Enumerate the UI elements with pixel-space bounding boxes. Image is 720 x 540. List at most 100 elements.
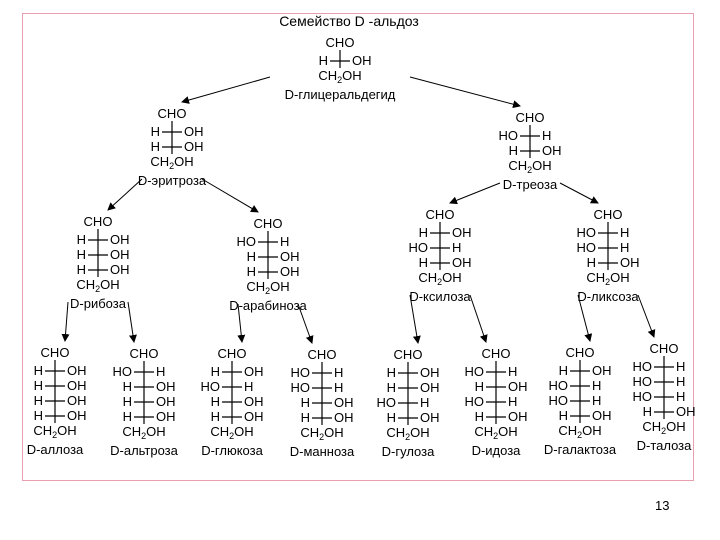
right-substituent: OH <box>542 143 562 158</box>
right-substituent: OH <box>67 378 87 393</box>
left-substituent: H <box>509 143 518 158</box>
aldehyde-group-label: CHO <box>41 345 70 360</box>
terminal-group-label: CH2OH <box>76 277 119 294</box>
right-substituent: OH <box>334 395 354 410</box>
left-substituent: HO <box>499 128 519 143</box>
left-substituent: H <box>387 410 396 425</box>
sugar-name-gulose: D-гулоза <box>382 444 435 459</box>
right-substituent: OH <box>67 408 87 423</box>
terminal-group-label: CH2OH <box>386 425 429 442</box>
left-substituent: HO <box>377 395 397 410</box>
right-substituent: H <box>676 359 685 374</box>
aldehyde-group-label: CHO <box>308 347 337 362</box>
derivation-arrow <box>61 301 70 342</box>
sugar-name-talose: D-талоза <box>637 438 693 453</box>
derivation-arrow <box>127 301 137 343</box>
left-substituent: H <box>77 232 86 247</box>
terminal-group-label: CH2OH <box>474 424 517 441</box>
left-substituent: HO <box>465 364 485 379</box>
aldehyde-group-label: CHO <box>254 216 283 231</box>
right-substituent: OH <box>420 410 440 425</box>
right-substituent: H <box>280 234 289 249</box>
terminal-group-label: CH2OH <box>558 423 601 440</box>
derivation-arrow <box>107 178 143 211</box>
derivation-arrow <box>637 294 656 338</box>
left-substituent: H <box>643 404 652 419</box>
right-substituent: OH <box>420 365 440 380</box>
left-substituent: H <box>247 264 256 279</box>
left-substituent: H <box>301 410 310 425</box>
right-substituent: H <box>244 379 253 394</box>
right-substituent: OH <box>508 379 528 394</box>
left-substituent: H <box>419 255 428 270</box>
right-substituent: OH <box>110 262 130 277</box>
terminal-group-label: CH2OH <box>300 425 343 442</box>
sugar-name-glyceraldehyde: D-глицеральдегид <box>285 87 396 102</box>
left-substituent: H <box>34 393 43 408</box>
derivation-arrow <box>449 182 501 205</box>
right-substituent: OH <box>592 408 612 423</box>
sugar-name-glucose: D-глюкоза <box>201 443 263 458</box>
right-substituent: OH <box>452 255 472 270</box>
sugar-name-xylose: D-ксилоза <box>409 289 471 304</box>
left-substituent: H <box>475 379 484 394</box>
left-substituent: H <box>211 364 220 379</box>
left-substituent: HO <box>291 380 311 395</box>
left-substituent: H <box>123 394 132 409</box>
sugar-name-threose: D-треоза <box>503 177 558 192</box>
right-substituent: H <box>542 128 551 143</box>
sugar-name-erythrose: D-эритроза <box>138 173 207 188</box>
left-substituent: H <box>151 124 160 139</box>
right-substituent: OH <box>156 394 176 409</box>
right-substituent: OH <box>352 53 372 68</box>
terminal-group-label: CH2OH <box>210 424 253 441</box>
left-substituent: H <box>123 379 132 394</box>
right-substituent: H <box>156 364 165 379</box>
aldehyde-group-label: CHO <box>426 207 455 222</box>
aldehyde-group-label: CHO <box>218 346 247 361</box>
left-substituent: H <box>77 262 86 277</box>
right-substituent: OH <box>244 409 264 424</box>
derivation-arrow <box>577 294 593 342</box>
left-substituent: H <box>301 395 310 410</box>
terminal-group-label: CH2OH <box>586 270 629 287</box>
right-substituent: OH <box>420 380 440 395</box>
left-substituent: H <box>587 255 596 270</box>
right-substituent: H <box>508 394 517 409</box>
left-substituent: HO <box>633 374 653 389</box>
diagram-title: Семейство D -альдоз <box>279 13 419 29</box>
left-substituent: HO <box>409 240 429 255</box>
left-substituent: HO <box>113 364 133 379</box>
left-substituent: H <box>475 409 484 424</box>
right-substituent: OH <box>334 410 354 425</box>
left-substituent: H <box>387 380 396 395</box>
terminal-group-label: CH2OH <box>508 158 551 175</box>
aldehyde-group-label: CHO <box>594 207 623 222</box>
left-substituent: H <box>211 394 220 409</box>
left-substituent: H <box>387 365 396 380</box>
sugar-name-mannose: D-манноза <box>290 444 355 459</box>
left-substituent: HO <box>291 365 311 380</box>
sugar-name-ribose: D-рибоза <box>70 296 127 311</box>
right-substituent: H <box>592 378 601 393</box>
right-substituent: H <box>334 365 343 380</box>
derivation-arrow <box>409 294 421 344</box>
terminal-group-label: CH2OH <box>418 270 461 287</box>
sugar-name-lyxose: D-ликсоза <box>577 289 639 304</box>
right-substituent: OH <box>452 225 472 240</box>
left-substituent: HO <box>465 394 485 409</box>
left-substituent: H <box>151 139 160 154</box>
right-substituent: OH <box>280 264 300 279</box>
aldehyde-group-label: CHO <box>158 106 187 121</box>
sugar-name-arabinose: D-арабиноза <box>229 298 307 313</box>
